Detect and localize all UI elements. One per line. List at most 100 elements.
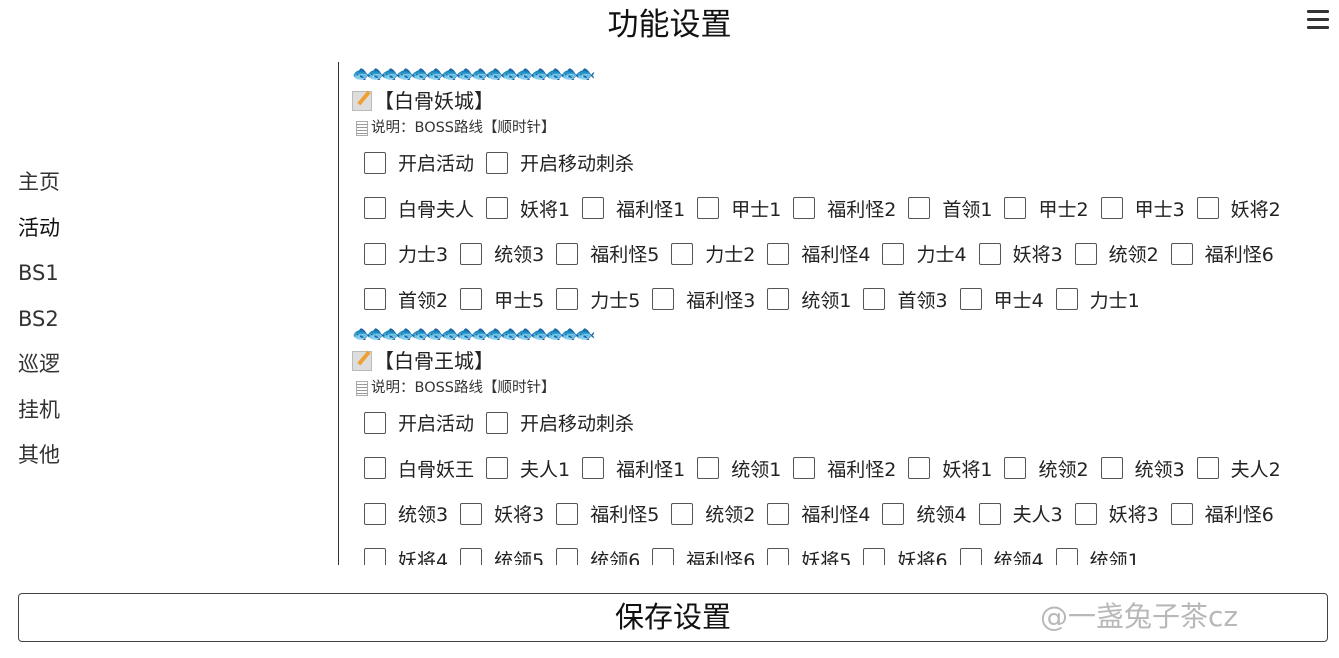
checkbox[interactable]: [460, 548, 483, 565]
checkbox-option[interactable]: 力士4: [882, 240, 967, 267]
checkbox[interactable]: [1074, 502, 1097, 525]
checkbox[interactable]: [767, 502, 790, 525]
checkbox-option[interactable]: 夫人3: [978, 500, 1063, 527]
checkbox[interactable]: [1074, 242, 1097, 265]
checkbox-option[interactable]: 福利怪4: [767, 240, 870, 267]
checkbox[interactable]: [767, 548, 790, 565]
sidebar-item-activity[interactable]: 活动: [18, 215, 60, 240]
checkbox-option[interactable]: 福利怪3: [652, 286, 755, 313]
checkbox[interactable]: [364, 502, 386, 525]
checkbox-option[interactable]: 妖将3: [460, 500, 544, 527]
checkbox[interactable]: [364, 411, 386, 434]
checkbox-option[interactable]: 白骨夫人: [364, 195, 474, 222]
checkbox[interactable]: [652, 288, 675, 311]
checkbox[interactable]: [582, 457, 605, 480]
checkbox-option[interactable]: 力士3: [364, 240, 448, 267]
checkbox[interactable]: [882, 502, 905, 525]
checkbox[interactable]: [671, 242, 694, 265]
checkbox-option[interactable]: 甲士3: [1100, 195, 1185, 222]
checkbox-option[interactable]: 福利怪6: [1170, 240, 1274, 267]
checkbox-option[interactable]: 妖将4: [364, 546, 448, 565]
checkbox-option[interactable]: 福利怪2: [793, 455, 896, 482]
checkbox-option[interactable]: 福利怪4: [767, 500, 870, 527]
checkbox-option[interactable]: 福利怪5: [556, 500, 659, 527]
checkbox[interactable]: [460, 502, 483, 525]
sidebar-item-bs2[interactable]: BS2: [18, 306, 59, 331]
checkbox[interactable]: [460, 288, 483, 311]
checkbox[interactable]: [697, 457, 720, 480]
checkbox[interactable]: [486, 457, 509, 480]
checkbox-option[interactable]: 甲士4: [959, 286, 1044, 313]
checkbox[interactable]: [460, 242, 483, 265]
checkbox[interactable]: [556, 288, 579, 311]
checkbox-option[interactable]: 统领2: [1004, 455, 1089, 482]
checkbox[interactable]: [486, 151, 509, 174]
checkbox[interactable]: [882, 242, 905, 265]
hamburger-menu-icon[interactable]: [1307, 10, 1329, 30]
checkbox[interactable]: [671, 502, 694, 525]
checkbox-option[interactable]: 福利怪6: [652, 546, 755, 565]
checkbox[interactable]: [364, 288, 386, 311]
checkbox-option[interactable]: 统领6: [556, 546, 640, 565]
checkbox[interactable]: [1100, 197, 1123, 220]
checkbox[interactable]: [908, 457, 931, 480]
checkbox[interactable]: [364, 548, 386, 565]
checkbox-option[interactable]: 首领3: [863, 286, 948, 313]
sidebar-item-home[interactable]: 主页: [18, 170, 60, 194]
checkbox-option[interactable]: 福利怪1: [582, 455, 685, 482]
checkbox[interactable]: [793, 457, 816, 480]
checkbox[interactable]: [364, 242, 386, 265]
checkbox[interactable]: [863, 548, 886, 565]
checkbox[interactable]: [1170, 502, 1193, 525]
checkbox[interactable]: [364, 197, 386, 220]
checkbox[interactable]: [767, 242, 790, 265]
settings-content[interactable]: 🐟🐟🐟🐟🐟🐟🐟🐟🐟🐟🐟🐟🐟🐟🐟🐟 【白骨妖城】 说明：BOSS路线【顺时针】开启…: [352, 62, 1339, 565]
sidebar-item-bs1[interactable]: BS1: [18, 261, 59, 285]
checkbox-option[interactable]: 力士1: [1055, 286, 1140, 313]
sidebar-item-other[interactable]: 其他: [18, 443, 60, 467]
checkbox-option[interactable]: 首领2: [364, 286, 448, 313]
checkbox[interactable]: [1170, 242, 1193, 265]
checkbox-option[interactable]: 统领5: [460, 546, 544, 565]
checkbox[interactable]: [908, 197, 931, 220]
checkbox-option[interactable]: 力士5: [556, 286, 640, 313]
checkbox-option[interactable]: 统领3: [460, 240, 544, 267]
checkbox[interactable]: [697, 197, 720, 220]
checkbox-option[interactable]: 白骨妖王: [364, 455, 474, 482]
checkbox[interactable]: [582, 197, 605, 220]
checkbox-option[interactable]: 开启移动刺杀: [486, 409, 634, 436]
checkbox-option[interactable]: 福利怪5: [556, 240, 659, 267]
checkbox-option[interactable]: 妖将2: [1196, 195, 1281, 222]
checkbox-option[interactable]: 夫人1: [486, 455, 570, 482]
checkbox[interactable]: [1004, 457, 1027, 480]
checkbox-option[interactable]: 统领1: [1055, 546, 1140, 565]
checkbox-option[interactable]: 妖将6: [863, 546, 948, 565]
checkbox[interactable]: [556, 242, 579, 265]
checkbox[interactable]: [652, 548, 675, 565]
checkbox-option[interactable]: 甲士2: [1004, 195, 1089, 222]
checkbox-option[interactable]: 福利怪1: [582, 195, 685, 222]
checkbox[interactable]: [959, 288, 982, 311]
checkbox-option[interactable]: 福利怪6: [1170, 500, 1274, 527]
checkbox-option[interactable]: 统领3: [1100, 455, 1185, 482]
checkbox[interactable]: [364, 457, 386, 480]
checkbox-option[interactable]: 统领2: [671, 500, 755, 527]
checkbox-option[interactable]: 福利怪2: [793, 195, 896, 222]
checkbox-option[interactable]: 统领4: [959, 546, 1044, 565]
sidebar-item-patrol[interactable]: 巡逻: [18, 352, 60, 376]
checkbox-option[interactable]: 开启活动: [364, 149, 474, 176]
checkbox[interactable]: [364, 151, 386, 174]
checkbox-option[interactable]: 妖将3: [978, 240, 1063, 267]
checkbox-option[interactable]: 统领1: [767, 286, 851, 313]
checkbox-option[interactable]: 统领4: [882, 500, 967, 527]
checkbox-option[interactable]: 甲士1: [697, 195, 781, 222]
checkbox[interactable]: [556, 502, 579, 525]
sidebar-item-idle[interactable]: 挂机: [18, 397, 60, 422]
checkbox[interactable]: [556, 548, 579, 565]
checkbox[interactable]: [1055, 288, 1078, 311]
checkbox-option[interactable]: 妖将3: [1074, 500, 1159, 527]
checkbox[interactable]: [978, 502, 1001, 525]
checkbox[interactable]: [1004, 197, 1027, 220]
checkbox[interactable]: [486, 411, 509, 434]
checkbox[interactable]: [793, 197, 816, 220]
